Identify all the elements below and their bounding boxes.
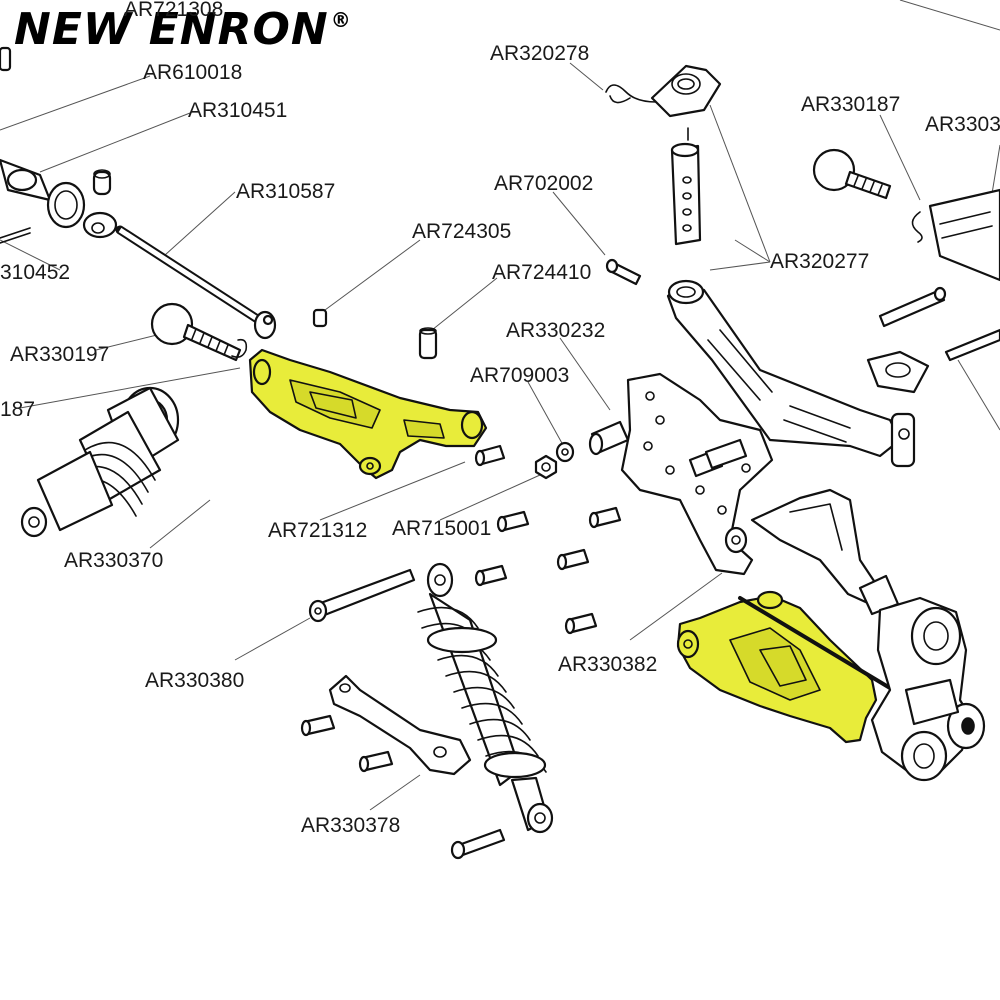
body-clip-part bbox=[605, 64, 722, 118]
brand-logo: NEW ENRON® bbox=[14, 8, 352, 52]
body-post-part bbox=[670, 127, 702, 246]
part-labels: AR721308 AR610018 AR310451 AR310587 3104… bbox=[0, 0, 1000, 837]
left-edge-pins bbox=[0, 46, 31, 244]
label-ar320278: AR320278 bbox=[490, 42, 589, 65]
label-ar330232: AR330232 bbox=[506, 319, 605, 342]
rear-lower-arm-highlighted bbox=[676, 590, 892, 744]
label-ar724410: AR724410 bbox=[492, 261, 591, 284]
spacer-parts bbox=[312, 308, 438, 360]
axle-cup-part bbox=[0, 158, 112, 229]
drive-shaft-part bbox=[82, 211, 277, 340]
screw-parts bbox=[300, 258, 642, 860]
label-ar330380: AR330380 bbox=[145, 669, 244, 692]
label-ar310452: 310452 bbox=[0, 261, 70, 284]
upper-rear-arm-part bbox=[750, 488, 900, 616]
label-ar310587: AR310587 bbox=[236, 180, 335, 203]
hinge-pin-part bbox=[308, 568, 416, 623]
right-ball-stud-part bbox=[812, 148, 1000, 282]
label-ar724305: AR724305 bbox=[412, 220, 511, 243]
brand-name: NEW ENRON bbox=[14, 4, 329, 55]
bracket-plate-part bbox=[328, 674, 472, 776]
label-ar33037: AR33037 bbox=[925, 113, 1000, 136]
label-ar330378: AR330378 bbox=[301, 814, 400, 837]
nut-washer-parts bbox=[534, 420, 630, 480]
center-shock-part bbox=[417, 562, 554, 834]
label-ar330382: AR330382 bbox=[558, 653, 657, 676]
label-ar330370: AR330370 bbox=[64, 549, 163, 572]
label-ar330187-left: 187 bbox=[0, 398, 35, 421]
rear-body-mount-part bbox=[666, 279, 930, 468]
label-ar709003: AR709003 bbox=[470, 364, 569, 387]
label-ar702002: AR702002 bbox=[494, 172, 593, 195]
label-ar715001: AR715001 bbox=[392, 517, 491, 540]
ball-stud-part bbox=[150, 302, 248, 362]
registered-mark: ® bbox=[330, 8, 352, 32]
rear-hub-carrier-part bbox=[870, 596, 986, 782]
label-ar610018: AR610018 bbox=[143, 61, 242, 84]
label-ar320277: AR320277 bbox=[770, 250, 869, 273]
label-ar330197: AR330197 bbox=[10, 343, 109, 366]
left-shock-part bbox=[20, 386, 180, 538]
shock-tower-part bbox=[620, 372, 774, 576]
label-ar721312: AR721312 bbox=[268, 519, 367, 542]
label-ar330187: AR330187 bbox=[801, 93, 900, 116]
front-lower-arm-highlighted bbox=[248, 348, 488, 480]
label-ar310451: AR310451 bbox=[188, 99, 287, 122]
right-pin-parts bbox=[878, 286, 1000, 362]
label-ar721308: AR721308 bbox=[124, 0, 223, 21]
